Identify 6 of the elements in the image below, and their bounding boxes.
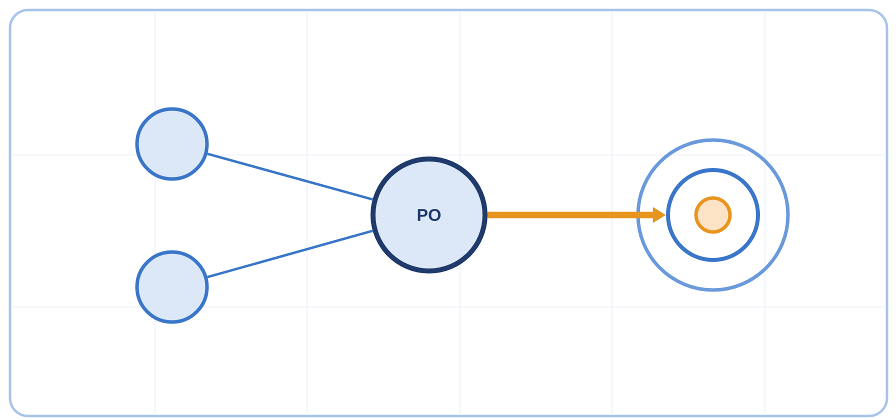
connector-line (207, 152, 373, 201)
connector-line (207, 230, 374, 278)
circle-node (135, 107, 209, 181)
circle-node (135, 250, 209, 324)
target-drawing (636, 138, 790, 292)
circle-node: PO (370, 156, 488, 274)
